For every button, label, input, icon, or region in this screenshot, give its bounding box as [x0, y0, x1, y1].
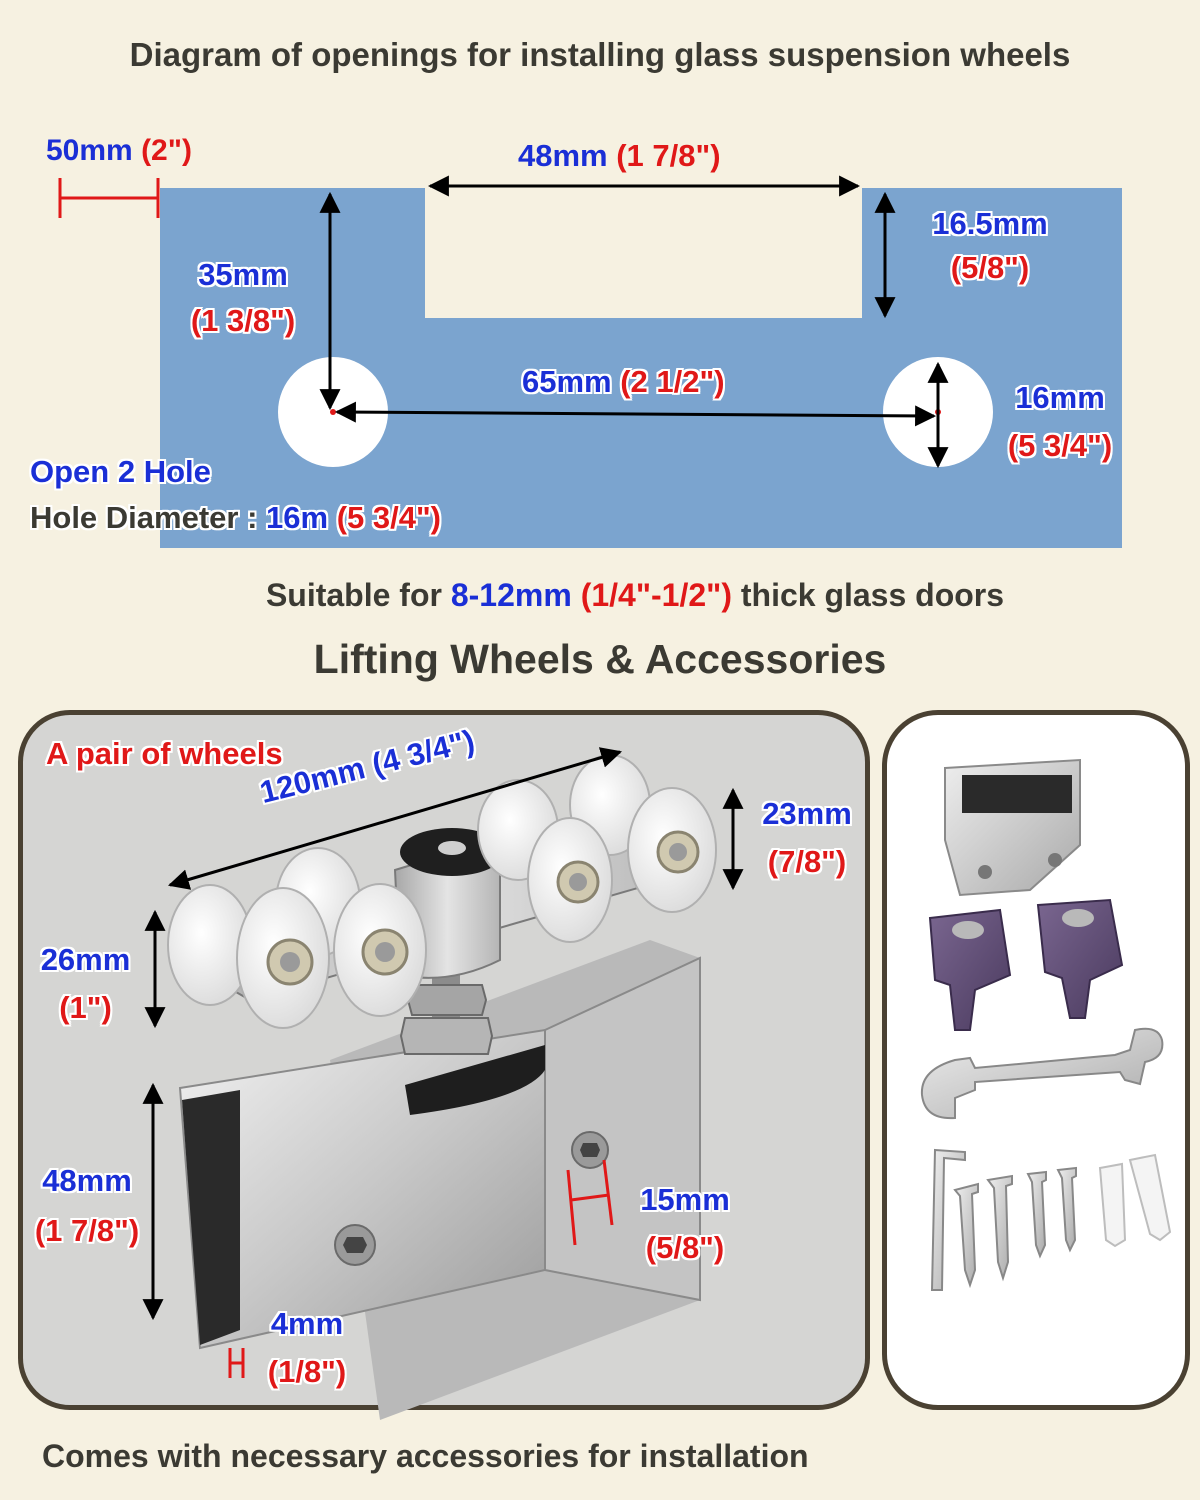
wheels-front-row	[167, 787, 717, 1029]
wall-plugs-icon	[1098, 1153, 1172, 1248]
label-slot-depth: 16.5mm (5/8")	[932, 206, 1048, 285]
label-hole-dia: 16mm (5 3/4")	[1007, 380, 1113, 463]
length-arrow	[167, 747, 623, 890]
hole-diameter-line: Hole Diameter : 16m (5 3/4")	[30, 500, 441, 535]
label-wheel-top: 23mm (7/8")	[762, 796, 852, 879]
wrench-icon	[920, 1027, 1164, 1120]
label-gap: 4mm (1/8")	[267, 1306, 347, 1389]
label-wheel-side: 26mm (1")	[40, 942, 131, 1025]
label-clamp-height: 48mm (1 7/8")	[34, 1163, 140, 1248]
clamp-slot	[405, 1045, 545, 1115]
purple-stopper-icon-right	[1036, 898, 1124, 1019]
footer-note: Comes with necessary accessories for ins…	[42, 1438, 809, 1474]
screw-bracket	[566, 1159, 614, 1246]
purple-stopper-icon-left	[928, 908, 1012, 1031]
label-offset: 50mm (2")	[46, 134, 192, 167]
screws-icon	[953, 1166, 1077, 1289]
pair-label: A pair of wheels	[46, 736, 283, 771]
suitable-line: Suitable for 8-12mm (1/4"-1/2") thick gl…	[265, 577, 1005, 613]
page-title: Diagram of openings for installing glass…	[129, 36, 1071, 73]
open-holes-label: Open 2 Hole	[30, 454, 211, 489]
label-hole-height: 35mm (1 3/8")	[190, 257, 296, 338]
gap-bracket	[228, 1348, 245, 1378]
hole-spacing-arrow	[334, 401, 937, 427]
stopper-bracket-icon	[944, 758, 1081, 897]
label-slot-width: 48mm (1 7/8")	[518, 138, 721, 173]
label-hole-spacing: 65mm (2 1/2")	[522, 364, 725, 399]
hex-key-icon	[930, 1148, 966, 1291]
section-title: Lifting Wheels & Accessories	[313, 636, 887, 682]
offset-bracket	[58, 178, 160, 218]
label-screw: 15mm (5/8")	[640, 1182, 730, 1265]
opening-plate-drawing	[58, 175, 1122, 548]
